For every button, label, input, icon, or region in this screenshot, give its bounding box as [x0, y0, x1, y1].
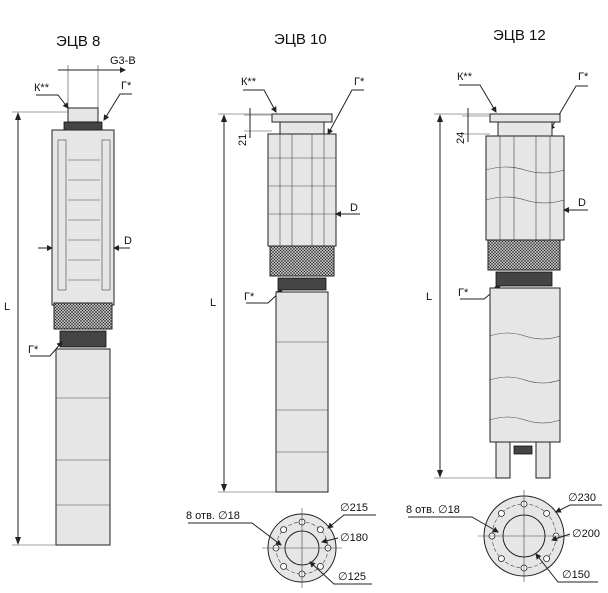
label-g-top-ecv10: Г* — [354, 76, 365, 88]
label-holes-ecv10: 8 отв. ∅18 — [186, 510, 240, 522]
label-k-ecv8: К** — [34, 82, 50, 94]
label-g-bot-ecv8: Г* — [28, 344, 39, 356]
label-d-ecv12: D — [578, 197, 586, 209]
pump-ecv10: ЭЦВ 10 К** Г* 21 D Г* — [210, 31, 365, 493]
label-21: 21 — [237, 134, 249, 146]
label-d-ecv10: D — [350, 202, 358, 214]
title-ecv8: ЭЦВ 8 — [56, 33, 100, 50]
label-g-bot-ecv12: Г* — [458, 287, 469, 299]
label-l-ecv10: L — [210, 297, 216, 309]
label-l-ecv8: L — [4, 301, 10, 313]
label-g-top-ecv8: Г* — [121, 80, 132, 92]
label-d125: ∅125 — [338, 571, 366, 583]
label-l-ecv12: L — [426, 291, 432, 303]
label-24: 24 — [455, 132, 467, 144]
label-d215: ∅215 — [340, 502, 368, 514]
label-k-ecv12: К** — [457, 71, 473, 83]
label-d150: ∅150 — [562, 569, 590, 581]
label-d180: ∅180 — [340, 532, 368, 544]
label-d230: ∅230 — [568, 492, 596, 504]
label-d200: ∅200 — [572, 528, 600, 540]
flange-ecv10: 8 отв. ∅18 ∅215 ∅180 ∅125 — [186, 502, 376, 588]
pump-ecv12: ЭЦВ 12 К** Г* 24 D Г* — [426, 27, 589, 479]
title-ecv12: ЭЦВ 12 — [493, 27, 546, 44]
label-g-bot-ecv10: Г* — [244, 291, 255, 303]
flange-ecv12: 8 отв. ∅18 ∅230 ∅200 ∅150 — [406, 490, 602, 583]
pump-ecv8: ЭЦВ 8 G3-B К** Г* D Г* — [4, 33, 136, 546]
label-d-ecv8: D — [124, 235, 132, 247]
label-g-top-ecv12: Г* — [578, 71, 589, 83]
label-g3b: G3-B — [110, 55, 136, 67]
label-holes-ecv12: 8 отв. ∅18 — [406, 504, 460, 516]
label-k-ecv10: К** — [241, 76, 257, 88]
title-ecv10: ЭЦВ 10 — [274, 31, 327, 48]
